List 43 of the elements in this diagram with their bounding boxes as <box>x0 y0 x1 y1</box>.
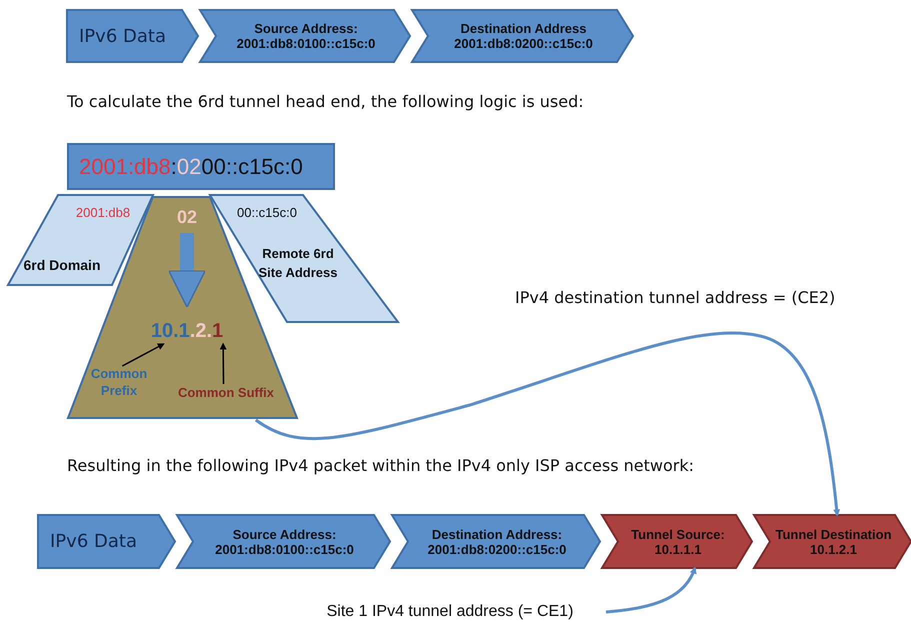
leader-arrow <box>122 343 165 367</box>
annotation-text: Common Suffix <box>164 384 288 402</box>
field-label: Source Address: <box>232 526 336 542</box>
field-label: Tunnel Destination <box>775 526 892 542</box>
parallelogram-panel <box>8 195 153 285</box>
annotation-text: Common Prefix <box>86 366 152 402</box>
address-text: 2001:db8:0200::c15c:0 <box>79 154 303 180</box>
field-label: Destination Address: <box>432 526 562 542</box>
packet-header-field <box>67 10 198 62</box>
address-text: 10.1.1.1 <box>654 542 702 556</box>
panel-label: Remote 6rd Site Address <box>258 245 338 282</box>
address-text: 00::c15c:0 <box>236 205 298 220</box>
field-label: Tunnel Source: <box>631 526 725 542</box>
address-box <box>67 143 335 190</box>
address-text: 2001:db8 <box>74 205 132 220</box>
packet-header-field <box>412 10 633 62</box>
packet-header-field <box>602 515 752 568</box>
field-label: IPv6 Data <box>79 26 166 46</box>
address-text: 2001:db8:0100::c15c:0 <box>215 542 354 556</box>
caption-text: To calculate the 6rd tunnel head end, the following logic is used: <box>67 92 584 111</box>
field-label: Destination Address <box>460 21 586 36</box>
packet-header-field <box>754 515 911 568</box>
block-arrow <box>168 233 206 308</box>
address-text: 10.1.2.1 <box>810 542 857 556</box>
curved-arrow <box>606 566 696 614</box>
parallelogram-panel <box>210 195 398 322</box>
curved-arrow <box>254 332 840 516</box>
caption-text: Resulting in the following IPv4 packet within the IPv4 only ISP access network: <box>67 456 694 475</box>
packet-header-field <box>392 515 600 568</box>
packet-header-field <box>177 515 390 568</box>
packet-header-field <box>200 10 410 62</box>
edge-label: IPv4 destination tunnel address = (CE2) <box>515 288 836 307</box>
address-text: 2001:db8:0100::c15c:0 <box>236 36 376 51</box>
caption-text: Site 1 IPv4 tunnel address (= CE1) <box>298 600 602 624</box>
packet-header-field <box>38 515 175 568</box>
field-label: IPv6 Data <box>50 531 137 552</box>
annotation-text: 02 <box>172 205 202 229</box>
leader-arrow <box>220 342 227 384</box>
address-text: 2001:db8:0200::c15c:0 <box>454 36 593 51</box>
address-text: 2001:db8:0200::c15c:0 <box>428 542 566 556</box>
address-text: 10.1.2.1 <box>145 318 229 344</box>
panel-label: 6rd Domain <box>22 257 102 273</box>
field-label: Source Address: <box>254 21 358 36</box>
